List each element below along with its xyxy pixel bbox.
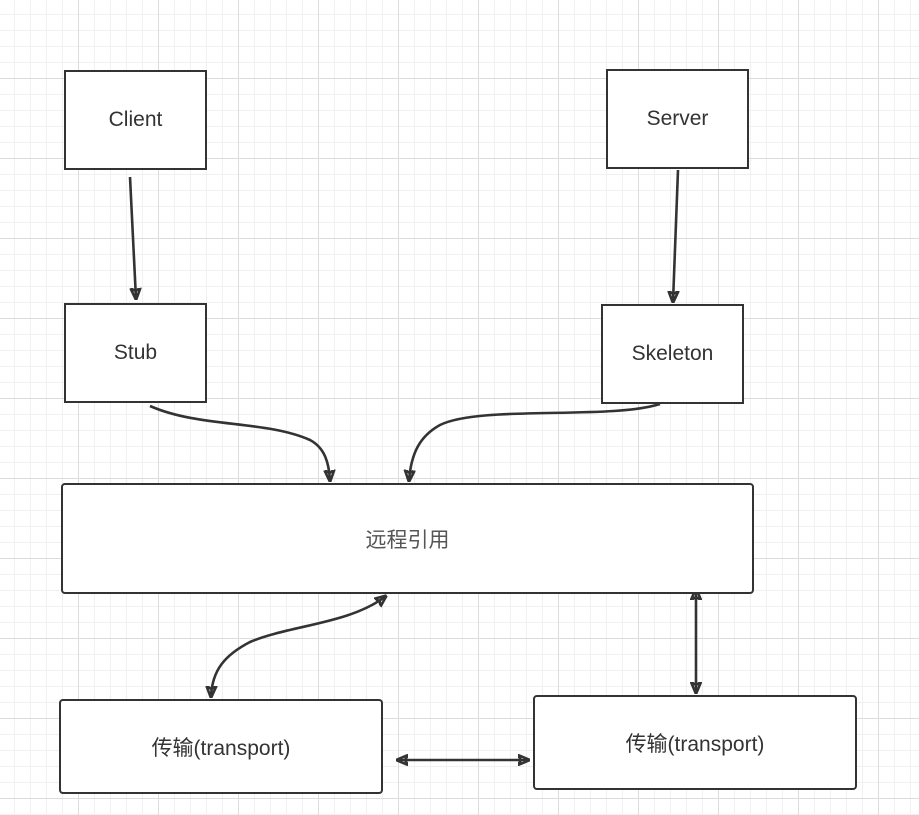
client-label: Client (108, 108, 163, 131)
transport-right-label: 传输(transport) (625, 732, 765, 756)
transport-left-label: 传输(transport) (151, 736, 291, 760)
transport-left-node[interactable]: 传输(transport) (59, 699, 383, 794)
edge-skeleton-to-remote-reference (409, 402, 661, 481)
transport-right-node[interactable]: 传输(transport) (533, 695, 857, 790)
edge-server-to-skeleton (673, 169, 678, 302)
edge-remote-reference-to-transport-left (211, 596, 386, 697)
server-node[interactable]: Server (606, 69, 749, 169)
remote-reference-label: 远程引用 (365, 528, 450, 552)
client-node[interactable]: Client (64, 70, 207, 170)
server-label: Server (646, 107, 709, 130)
edge-stub-to-remote-reference (149, 404, 330, 481)
remote-reference-node[interactable]: 远程引用 (61, 483, 754, 594)
stub-node[interactable]: Stub (64, 303, 207, 403)
edge-client-to-stub (128, 176, 136, 299)
stub-label: Stub (113, 341, 158, 364)
skeleton-label: Skeleton (631, 342, 714, 365)
skeleton-node[interactable]: Skeleton (601, 304, 744, 404)
